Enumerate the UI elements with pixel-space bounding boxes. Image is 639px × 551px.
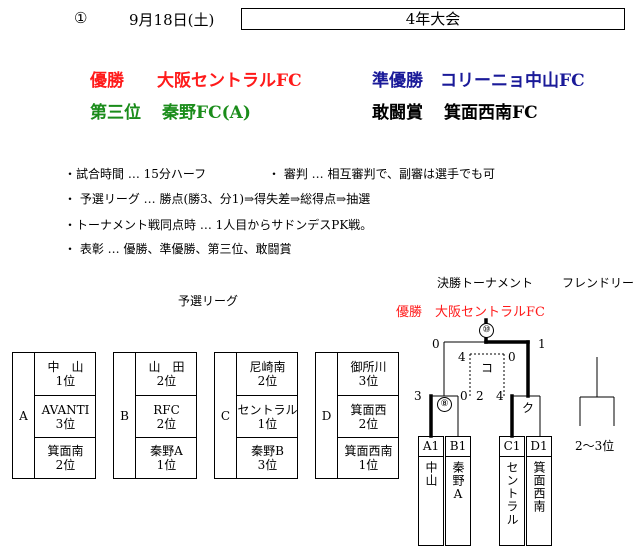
score-final-left: 0 — [432, 337, 440, 351]
rule-tiebreak: ・トーナメント戦同点時 … 1人目からサドンデスPK戦。 — [64, 218, 373, 232]
final-tournament-label: 決勝トーナメント — [437, 276, 534, 290]
slot-code: A1 — [419, 437, 443, 457]
team-rank: 3位 — [55, 416, 76, 431]
group-letter: B — [114, 353, 136, 478]
group-letter: A — [13, 353, 35, 478]
group-letter: D — [316, 353, 338, 478]
bracket-slot-a1: A1 中山 — [418, 436, 444, 546]
prelim-league-label: 予選リーグ — [178, 294, 239, 308]
team-name: 御所川 — [350, 360, 387, 374]
team-rank: 3位 — [358, 374, 379, 388]
team-rank: 2位 — [156, 374, 177, 388]
final-winner-label: 優勝 大阪セントラルFC — [396, 305, 545, 320]
bracket-slot-c1: C1 セントラル — [499, 436, 525, 546]
team-rank: 2位 — [55, 458, 76, 472]
team-name: セントラル — [237, 402, 298, 417]
slot-code: C1 — [500, 437, 524, 457]
event-title: 4年大会 — [241, 8, 625, 30]
match-semi-left-circle: ⑧ — [437, 397, 452, 412]
score-semi-c: 2 — [476, 389, 484, 403]
runner-up-team: コリーニョ中山FC — [440, 71, 585, 91]
group-letter: C — [215, 353, 237, 478]
team-name: 箕面西 — [350, 402, 387, 417]
fighting-spirit-team: 箕面西南FC — [444, 103, 538, 123]
slot-code: D1 — [527, 437, 551, 457]
team-rank: 1位 — [257, 416, 278, 431]
slot-team: セントラル — [505, 461, 519, 526]
team-name: 中 山 — [47, 360, 84, 374]
match-date: 9月18日(土) — [129, 11, 215, 29]
friendly-range: 2～3位 — [575, 439, 615, 453]
team-name: 箕面西南 — [344, 444, 393, 458]
slot-team: 中山 — [424, 461, 438, 487]
score-ko-left: 4 — [458, 350, 466, 364]
team-name: 秦野A — [150, 444, 183, 458]
slot-code: B1 — [446, 437, 470, 457]
rule-referee: ・ 審判 … 相互審判で、副審は選手でも可 — [268, 167, 495, 181]
score-ko-right: 0 — [508, 350, 516, 364]
team-rank: 2位 — [257, 374, 278, 388]
rule-prelim: ・ 予選リーグ … 勝点(勝3、分1)⇒得失差⇒総得点⇒抽選 — [64, 192, 371, 206]
slot-team: 箕面西南 — [532, 461, 546, 513]
rule-match-time: ・試合時間 … 15分ハーフ — [64, 167, 207, 181]
match-final-circle: ⑩ — [479, 323, 494, 338]
team-rank: 1位 — [55, 374, 76, 388]
fighting-spirit-label: 敢闘賞 — [372, 103, 423, 123]
team-name: 秦野B — [251, 444, 284, 458]
team-name: AVANTI — [41, 402, 90, 417]
team-name: 箕面南 — [47, 444, 84, 458]
third-place-team: 秦野FC(A) — [162, 103, 251, 123]
winner-label: 優勝 — [90, 71, 124, 91]
winner-team: 大阪セントラルFC — [157, 71, 302, 91]
third-place-label: 第三位 — [90, 103, 141, 123]
slot-team: 秦野A — [451, 461, 465, 502]
label-ko: コ — [481, 361, 494, 375]
score-semi-d: 4 — [496, 389, 504, 403]
friendly-label: フレンドリー — [562, 276, 635, 290]
team-rank: 3位 — [257, 458, 278, 472]
team-rank: 2位 — [156, 416, 177, 431]
team-rank: 2位 — [358, 416, 379, 431]
score-final-right: 1 — [538, 337, 546, 351]
team-name: 尼崎南 — [249, 360, 286, 374]
rule-awards: ・ 表彰 … 優勝、準優勝、第三位、敢闘賞 — [64, 242, 292, 256]
bracket-slot-b1: B1 秦野A — [445, 436, 471, 546]
score-semi-a: 3 — [414, 389, 422, 403]
score-semi-b: 0 — [460, 389, 468, 403]
team-rank: 1位 — [358, 458, 379, 472]
team-name: 山 田 — [148, 360, 185, 374]
match-number: ① — [74, 9, 88, 27]
label-ku: ク — [522, 401, 535, 415]
team-name: RFC — [153, 402, 180, 417]
bracket-slot-d1: D1 箕面西南 — [526, 436, 552, 546]
team-rank: 1位 — [156, 458, 177, 472]
runner-up-label: 準優勝 — [372, 71, 423, 91]
